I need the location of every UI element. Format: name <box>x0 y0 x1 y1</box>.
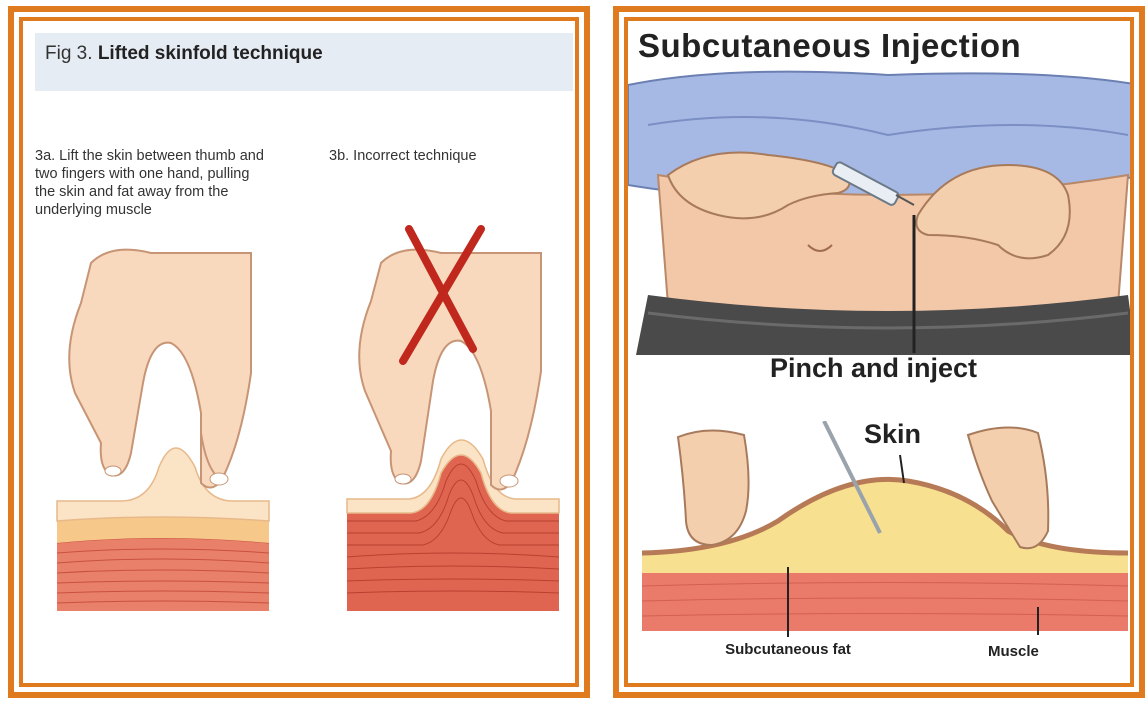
skin-label: Skin <box>864 419 921 450</box>
lifted-muscle <box>347 451 559 611</box>
caption-3b: 3b. Incorrect technique <box>329 147 529 165</box>
figure-title-text: Lifted skinfold technique <box>98 43 323 64</box>
abdomen-injection-illustration <box>628 65 1134 355</box>
figure-title: Fig 3. Lifted skinfold technique <box>45 43 323 65</box>
right-figure-panel: Subcutaneous Injection Pinch and inject <box>613 6 1145 698</box>
pinch-label: Pinch and inject <box>770 353 977 384</box>
hand-pinch <box>69 250 251 488</box>
fingernail <box>500 475 518 487</box>
injection-title: Subcutaneous Injection <box>638 27 1134 65</box>
muscle-label: Muscle <box>988 643 1039 660</box>
left-figure-inner: Fig 3. Lifted skinfold technique 3a. Lif… <box>19 17 579 687</box>
incorrect-technique-illustration <box>341 211 579 623</box>
thumb <box>678 430 749 545</box>
correct-technique-illustration <box>51 243 291 623</box>
figure-header: Fig 3. Lifted skinfold technique <box>35 33 573 91</box>
skin-fold <box>57 448 269 521</box>
muscle-layer <box>57 533 269 611</box>
thumbnail <box>395 474 411 484</box>
fingernail <box>210 473 228 485</box>
right-figure-inner: Subcutaneous Injection Pinch and inject <box>624 17 1134 687</box>
muscle-layer <box>642 571 1128 631</box>
figure-label: Fig 3. <box>45 43 93 64</box>
caption-3a: 3a. Lift the skin between thumb and two … <box>35 147 267 219</box>
subcutaneous-fat-label: Subcutaneous fat <box>688 641 888 659</box>
thumbnail <box>105 466 121 476</box>
left-figure-panel: Fig 3. Lifted skinfold technique 3a. Lif… <box>8 6 590 698</box>
